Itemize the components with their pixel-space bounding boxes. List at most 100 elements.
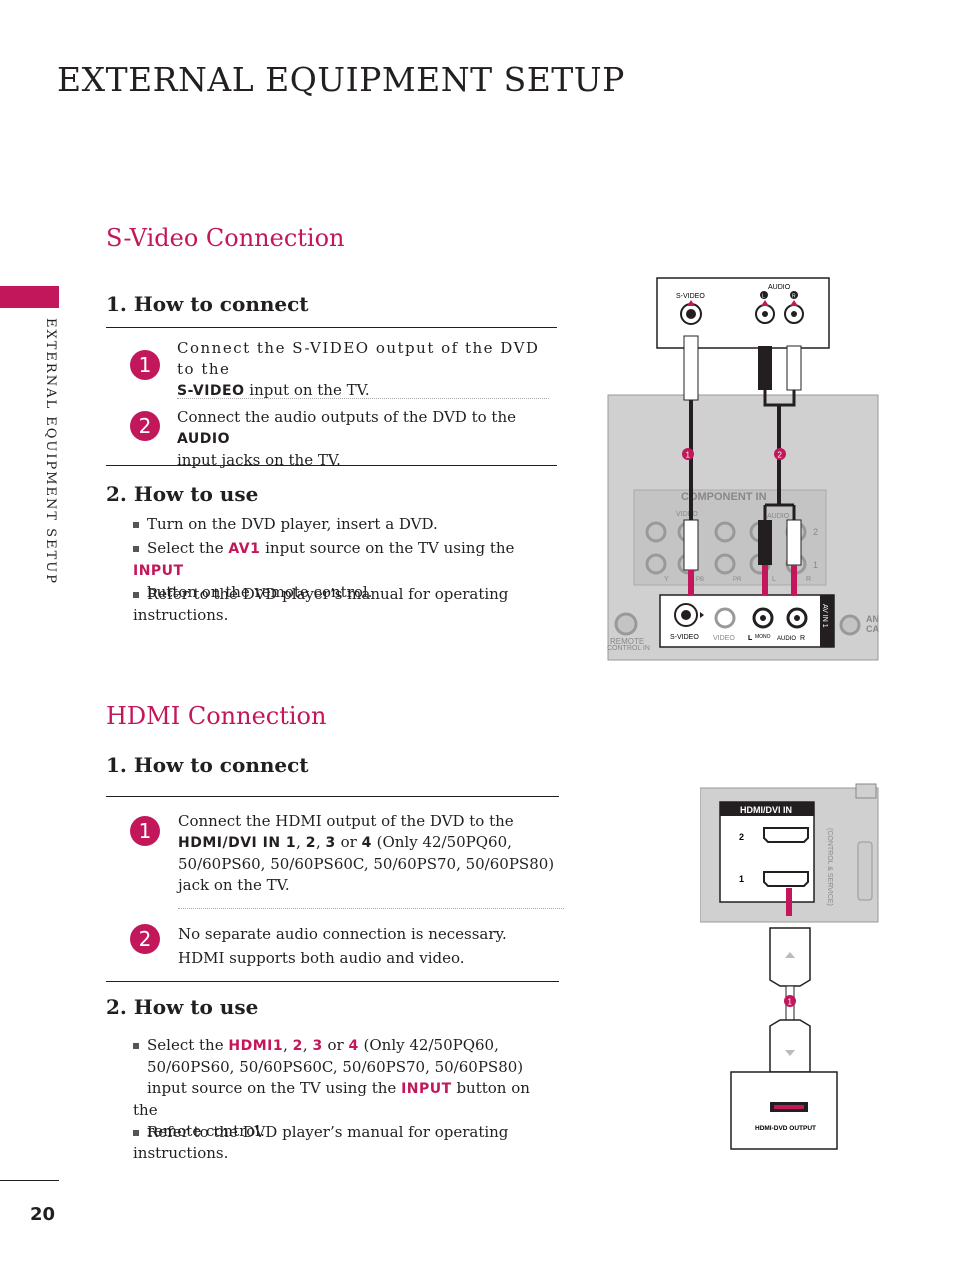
av-l-label: L [748, 635, 753, 642]
hdmi-how-to-use: 2. How to use [106, 995, 259, 1019]
text-span: Select the [147, 1036, 224, 1054]
bullet-icon [133, 1130, 139, 1136]
jack-core-icon [681, 610, 691, 620]
page-number-rule [0, 1180, 59, 1181]
highlight: 2 [292, 1038, 303, 1054]
hdmi-diagram: HDMI/DVI IN 2 1 (CONTROL & SERVICE) 1 HD… [700, 783, 879, 1150]
text-line: Connect the HDMI output of the DVD to th… [178, 812, 514, 830]
arrow-up-icon [790, 300, 798, 306]
list-item: Refer to the DVD player’s manual for ope… [133, 1122, 553, 1164]
pb-label: PB [696, 577, 704, 583]
text-span: remote control. [147, 1122, 265, 1140]
arrow-down-icon [762, 565, 768, 595]
divider [106, 796, 559, 797]
text-line: jack on the TV. [178, 876, 290, 894]
dvd-l-label: L [762, 294, 765, 300]
av-video-jack-icon [714, 607, 736, 629]
text-span: input source on the TV using the [265, 539, 515, 557]
remote-control-jack-icon [614, 612, 638, 636]
highlight: 4 [348, 1038, 359, 1054]
page-number: 20 [30, 1204, 56, 1225]
badge-1-label: 1 [686, 451, 691, 460]
dvd-svideo-label: S-VIDEO [676, 293, 705, 300]
svideo-cable-plug-bottom [683, 519, 699, 571]
text-span: input on the TV. [249, 381, 370, 399]
page-title: EXTERNAL EQUIPMENT SETUP [57, 60, 625, 99]
antenna-jack-icon [839, 614, 861, 636]
highlight: 4 [361, 835, 372, 851]
badge-1-icon [682, 448, 694, 460]
text-line: input jacks on the TV. [177, 451, 341, 469]
cable-label: CA [866, 624, 879, 634]
bullet-icon [133, 546, 139, 552]
av-video-label: VIDEO [713, 635, 735, 642]
hdmi-dvi-in-label: HDMI/DVI IN [740, 805, 792, 815]
text-span: or [340, 833, 357, 851]
side-label: EXTERNAL EQUIPMENT SETUP [43, 318, 58, 585]
jack-core-icon [762, 311, 768, 317]
r-label: R [806, 576, 811, 583]
bullet-icon [133, 522, 139, 528]
hdmi-port-2-icon [763, 827, 809, 843]
badge-1-label: 1 [788, 998, 793, 1007]
av-r-label: R [800, 635, 805, 642]
text-span: or [327, 1036, 344, 1054]
arrow-up-icon [786, 888, 792, 916]
control-in-label: CONTROL IN [607, 645, 650, 652]
port-2-label: 2 [739, 832, 744, 842]
badge-1-icon [784, 995, 796, 1007]
dvd-audio-label: AUDIO [768, 284, 791, 291]
audio-r-plug-bottom [786, 519, 802, 566]
audio-l-plug-top [758, 346, 772, 390]
audio-label: AUDIO [767, 513, 790, 520]
av-mono-label: MONO [755, 634, 771, 640]
port-1-label: 1 [739, 874, 744, 884]
av-audio-label: AUDIO [777, 636, 796, 642]
list-item: Select the HDMI1, 2, 3 or 4 (Only 42/50P… [133, 1035, 553, 1142]
highlight: HDMI/DVI IN 1 [178, 835, 297, 851]
jack-core-icon [686, 309, 696, 319]
dvd-audio-l-icon [760, 291, 768, 299]
jack-icon [714, 553, 736, 575]
svideo-step2-text: Connect the audio outputs of the DVD to … [177, 407, 552, 471]
row-2-label: 2 [813, 527, 818, 537]
list-item: Select the AV1 input source on the TV us… [133, 538, 553, 603]
hdmi-port-1-icon [763, 871, 809, 887]
bullet-icon [133, 592, 139, 598]
arrow-down-icon [785, 1050, 795, 1056]
remote-label: REMOTE [610, 637, 644, 646]
text-span: (Only 42/50PQ60, [376, 833, 512, 851]
list-item: Turn on the DVD player, insert a DVD. [133, 514, 438, 535]
badge-2-label: 2 [778, 451, 783, 460]
jack-core-icon [760, 615, 766, 621]
text-span: button on the [133, 1079, 530, 1119]
text-line: 50/60PS60, 50/60PS60C, 50/60PS70, 50/60P… [178, 855, 555, 873]
hdmi-how-to-connect: 1. How to connect [106, 753, 309, 777]
step-1-badge: 1 [130, 816, 160, 846]
jack-icon [714, 521, 736, 543]
svideo-how-to-connect: 1. How to connect [106, 292, 309, 316]
arrow-up-icon [785, 952, 795, 958]
text-span: , [283, 1036, 288, 1054]
component-in-label: COMPONENT IN [681, 491, 767, 503]
text-span: Connect the audio outputs of the DVD to … [177, 408, 516, 426]
text-span: , [302, 1036, 308, 1054]
svideo-cable-plug-top [683, 335, 699, 401]
audio-l-plug-bottom [758, 520, 772, 565]
jack-core-icon [791, 311, 797, 317]
panel-corner [855, 783, 877, 799]
arrow-left-icon [700, 612, 704, 618]
arrow-up-icon [761, 300, 769, 306]
step-2-badge: 2 [130, 924, 160, 954]
hdmi-heading: HDMI Connection [106, 702, 327, 730]
highlight: 3 [312, 1038, 323, 1054]
svideo-step1-text: Connect the S-VIDEO output of the DVD to… [177, 338, 547, 402]
y-label: Y [664, 576, 669, 583]
text-span: , [315, 833, 321, 851]
jack-icon [645, 521, 667, 543]
antenna-label: AN [866, 614, 879, 624]
highlight: 2 [305, 835, 316, 851]
av-in-label: AV IN 1 [821, 604, 828, 628]
text-span: , [296, 833, 301, 851]
text-line: S-VIDEO input on the TV. [177, 380, 547, 402]
